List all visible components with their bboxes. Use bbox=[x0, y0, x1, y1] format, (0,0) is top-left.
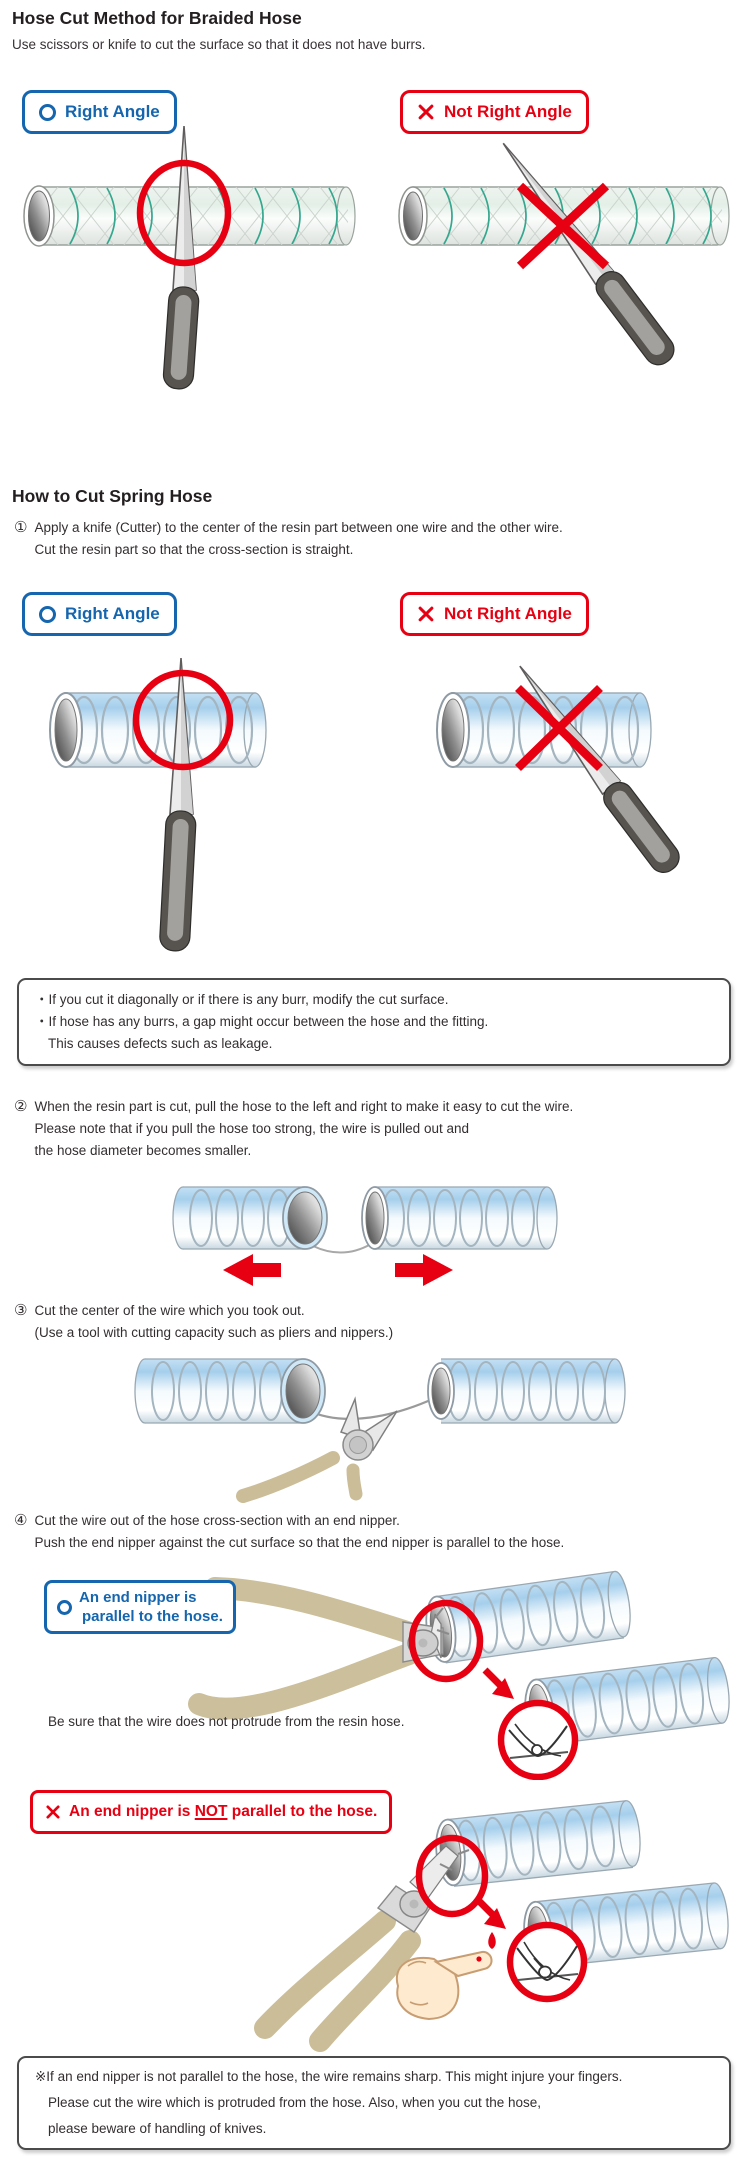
step-4-number: ④ bbox=[14, 1512, 28, 1529]
circle-ok-icon bbox=[57, 1599, 72, 1615]
nipper-not-parallel-suffix: parallel to the hose. bbox=[227, 1803, 378, 1820]
step-4: ④ Cut the wire out of the hose cross-sec… bbox=[14, 1510, 564, 1554]
nipper-parallel-label-line2: parallel to the hose. bbox=[82, 1608, 223, 1625]
wire-graphic bbox=[312, 1243, 372, 1254]
wire-cross-section bbox=[531, 1744, 543, 1756]
step-3-line: (Use a tool with cutting capacity such a… bbox=[34, 1325, 394, 1340]
circle-ok-icon bbox=[39, 103, 56, 121]
burr-note-box: ・If you cut it diagonally or if there is… bbox=[17, 978, 731, 1066]
nipper-not-parallel-not-word: NOT bbox=[194, 1803, 228, 1820]
end-nipper-parallel-illustration bbox=[188, 1570, 730, 1780]
red-circle-marker bbox=[408, 1599, 484, 1683]
not-right-angle-label: Not Right Angle bbox=[444, 102, 572, 121]
right-angle-label: Right Angle bbox=[65, 102, 160, 121]
not-right-angle-badge: Not Right Angle bbox=[400, 90, 589, 134]
braided-hose-right-angle-illustration bbox=[23, 125, 356, 390]
x-mark-icon bbox=[418, 104, 434, 120]
pull-hose-apart-illustration bbox=[172, 1186, 558, 1286]
hose-left-piece bbox=[172, 1186, 328, 1250]
end-nipper-icon bbox=[254, 1834, 470, 2052]
braided-subtitle: Use scissors or knife to cut the surface… bbox=[12, 37, 426, 52]
step-1-number: ① bbox=[14, 519, 28, 536]
not-right-angle-badge: Not Right Angle bbox=[400, 592, 589, 636]
pull-left-arrow-icon bbox=[223, 1254, 281, 1286]
not-right-angle-label: Not Right Angle bbox=[444, 604, 572, 623]
x-mark-icon bbox=[418, 606, 434, 622]
burr-note-line: This causes defects such as leakage. bbox=[48, 1036, 273, 1051]
cut-wire-with-nippers-illustration bbox=[134, 1358, 626, 1503]
nipper-not-parallel-badge: An end nipper is NOT parallel to the hos… bbox=[30, 1790, 393, 1834]
blood-drop-icon bbox=[488, 1932, 496, 1949]
red-circle-marker bbox=[136, 159, 232, 267]
page-title: Hose Cut Method for Braided Hose bbox=[12, 8, 302, 28]
step-3: ③ Cut the center of the wire which you t… bbox=[14, 1300, 393, 1344]
wire-cross-section-protruding bbox=[538, 1965, 552, 1979]
zoom-arrow-icon bbox=[475, 1897, 506, 1929]
step-3-line: Cut the center of the wire which you too… bbox=[34, 1303, 305, 1318]
burr-note-line: ・If you cut it diagonally or if there is… bbox=[35, 992, 449, 1007]
hose-graphic-2 bbox=[524, 1656, 730, 1747]
braided-hose-not-right-angle-illustration bbox=[398, 142, 730, 366]
wire-graphic bbox=[306, 1396, 436, 1420]
final-warning-line: ※If an end nipper is not parallel to the… bbox=[35, 2069, 623, 2084]
burr-note-line: ・If hose has any burrs, a gap might occu… bbox=[35, 1014, 489, 1029]
wire-snippet bbox=[434, 1607, 450, 1635]
hose-graphic bbox=[425, 1570, 631, 1664]
wound-dot bbox=[476, 1956, 482, 1962]
x-mark-icon bbox=[46, 1805, 60, 1819]
step-2: ② When the resin part is cut, pull the h… bbox=[14, 1096, 573, 1162]
step-2-number: ② bbox=[14, 1098, 28, 1115]
step-1-line: Apply a knife (Cutter) to the center of … bbox=[34, 520, 563, 535]
step-3-number: ③ bbox=[14, 1302, 28, 1319]
final-warning-line: please beware of handling of knives. bbox=[48, 2121, 267, 2136]
step-4-line: Push the end nipper against the cut surf… bbox=[34, 1535, 565, 1550]
final-warning-box: ※If an end nipper is not parallel to the… bbox=[17, 2056, 731, 2150]
right-angle-badge: Right Angle bbox=[22, 90, 177, 134]
end-nipper-not-parallel-illustration bbox=[254, 1800, 729, 2052]
hose-left-piece bbox=[134, 1358, 326, 1424]
nippers-icon bbox=[236, 1396, 398, 1503]
nipper-parallel-badge: An end nipper is parallel to the hose. bbox=[44, 1580, 236, 1634]
knife-icon bbox=[159, 657, 197, 952]
pull-right-arrow-icon bbox=[395, 1254, 453, 1286]
spring-hose-graphic bbox=[49, 692, 267, 768]
spring-section-title: How to Cut Spring Hose bbox=[12, 486, 213, 506]
step-2-line: When the resin part is cut, pull the hos… bbox=[34, 1099, 574, 1114]
right-angle-badge: Right Angle bbox=[22, 592, 177, 636]
nipper-parallel-label-line1: An end nipper is bbox=[79, 1589, 197, 1606]
hand-icon bbox=[395, 1932, 496, 2021]
red-x-marker bbox=[516, 182, 610, 270]
spring-hose-not-right-angle-illustration bbox=[436, 665, 680, 873]
hose-right-piece bbox=[361, 1186, 558, 1250]
magnified-cut-view-bad bbox=[506, 1921, 588, 2003]
zoom-arrow-icon bbox=[482, 1667, 514, 1699]
wire-caution-text: Be sure that the wire does not protrude … bbox=[48, 1714, 405, 1729]
red-x-marker bbox=[515, 684, 603, 772]
magnified-cut-view-good bbox=[497, 1699, 579, 1780]
right-angle-label: Right Angle bbox=[65, 604, 160, 623]
nipper-not-parallel-prefix: An end nipper is bbox=[69, 1803, 195, 1820]
step-2-line: Please note that if you pull the hose to… bbox=[34, 1121, 469, 1136]
spring-hose-right-angle-illustration bbox=[49, 657, 267, 952]
circle-ok-icon bbox=[39, 605, 56, 623]
step-1-line: Cut the resin part so that the cross-sec… bbox=[34, 542, 354, 557]
step-4-line: Cut the wire out of the hose cross-secti… bbox=[34, 1513, 400, 1528]
final-warning-line: Please cut the wire which is protruded f… bbox=[48, 2095, 542, 2110]
red-circle-marker bbox=[132, 669, 234, 771]
knife-icon bbox=[162, 125, 200, 390]
red-circle-marker bbox=[415, 1834, 489, 1918]
step-1: ① Apply a knife (Cutter) to the center o… bbox=[14, 517, 563, 561]
hose-right-piece bbox=[427, 1358, 626, 1424]
step-2-line: the hose diameter becomes smaller. bbox=[34, 1143, 252, 1158]
hose-graphic bbox=[435, 1800, 641, 1887]
